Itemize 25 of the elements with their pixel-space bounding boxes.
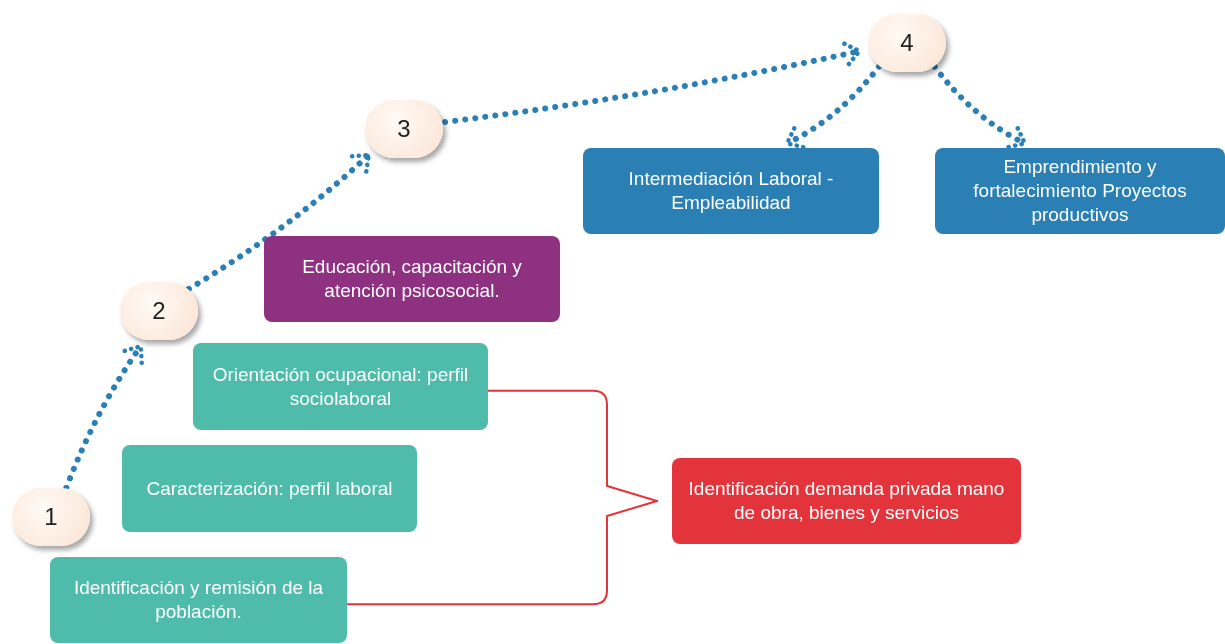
dotted-arrow bbox=[185, 152, 371, 292]
bracket-connector bbox=[487, 389, 658, 502]
bracket-connector bbox=[346, 500, 658, 606]
process-box bbox=[193, 343, 488, 430]
box-label: Caracterización: perfil laboral bbox=[146, 476, 393, 501]
box-label: Emprendimiento y fortalecimiento Proyectos productivos bbox=[972, 155, 1188, 227]
dotted-arrow bbox=[63, 343, 145, 491]
process-box bbox=[264, 236, 560, 322]
process-box bbox=[50, 557, 347, 643]
box-label: Identificación demanda privada mano de obra, bienes y servicios bbox=[687, 477, 1006, 525]
box-label: Educación, capacitación y atención psicosocial. bbox=[301, 255, 523, 303]
box-label: Orientación ocupacional: perfil sociolaboral bbox=[211, 362, 470, 411]
box-label: Identificación y remisión de la población. bbox=[72, 576, 325, 624]
dotted-arrow bbox=[784, 63, 883, 150]
box-label: Intermediación Laboral - Empleabilidad bbox=[627, 167, 835, 215]
step-number: 4 bbox=[900, 28, 914, 58]
step-number: 1 bbox=[44, 502, 58, 532]
process-box bbox=[583, 148, 879, 234]
process-box bbox=[935, 148, 1225, 234]
step-number: 2 bbox=[152, 296, 166, 326]
dotted-arrow bbox=[931, 63, 1028, 149]
demand-box bbox=[672, 458, 1021, 544]
step-number: 3 bbox=[397, 114, 411, 144]
process-box bbox=[122, 445, 417, 532]
dotted-arrow bbox=[442, 41, 862, 125]
